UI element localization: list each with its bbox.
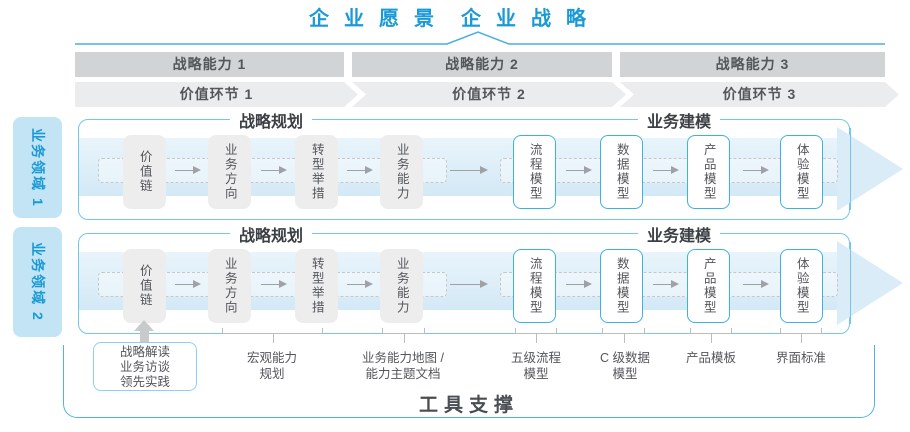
node-transformation-initiatives: 转型举措 [295,135,338,209]
tool-support-frame [63,345,875,418]
node-value-chain: 价值链 [123,249,166,323]
node-product-model: 产品模型 [687,249,730,323]
business-domain-row-1: 价值链 业务方向 转型举措 业务能力 流程模型 数据模型 产品模型 体验模型 战… [78,108,903,220]
source-line: 战略解读 [119,345,170,359]
flow-arrow-icon [743,165,769,174]
annotation-product-template: 产品模板 [685,351,737,365]
flow-arrowhead-icon [837,127,903,211]
row-border-segment [849,128,851,210]
annotation-capability-map: 业务能力地图 / 能力主题文档 [362,351,444,381]
capability-segment-1: 战略能力 1 [75,52,344,77]
flow-arrow-icon [653,279,679,288]
flow-arrow-icon [175,279,201,288]
bracket [780,328,822,343]
bracket [515,328,557,343]
flow-arrow-icon [347,165,373,174]
domain-label-1-text: 业务领域 1 [29,127,46,208]
value-segment-2: 价值环节 2 [352,82,626,107]
flow-arrow-icon [450,279,488,288]
flow-arrow-icon [261,279,287,288]
up-arrow-shaft [140,331,149,342]
node-business-direction: 业务方向 [208,135,251,209]
node-experience-model: 体验模型 [780,135,823,209]
flow-arrow-icon [261,165,287,174]
node-transformation-initiatives: 转型举措 [295,249,338,323]
capability-segment-2: 战略能力 2 [352,52,612,77]
bracket [222,328,323,343]
strategy-title: 企业战略 [461,8,601,30]
bracket [602,328,645,343]
business-domain-row-2: 价值链 业务方向 转型举措 业务能力 流程模型 数据模型 产品模型 体验模型 战… [78,222,903,334]
value-segment-1: 价值环节 1 [75,82,358,107]
node-data-model: 数据模型 [600,135,643,209]
up-arrow-icon [134,320,154,331]
flow-arrow-icon [175,165,201,174]
flow-arrow-icon [450,165,488,174]
node-experience-model: 体验模型 [780,249,823,323]
annotation-process-model: 五级流程 模型 [510,351,562,381]
node-process-model: 流程模型 [513,135,556,209]
annotation-macro-capability: 宏观能力 规划 [246,351,298,381]
tool-support-label: 工具支撑 [418,395,520,416]
page-title: 企业愿景企业战略 [0,2,910,31]
node-process-model: 流程模型 [513,249,556,323]
section-title-planning: 战略规划 [229,222,313,246]
node-value-chain: 价值链 [123,135,166,209]
domain-label-2: 业务领域 2 [13,227,62,337]
node-business-direction: 业务方向 [208,249,251,323]
source-inputs-box: 战略解读 业务访谈 领先实践 [93,342,197,391]
bracket [690,328,732,343]
source-line: 领先实践 [119,375,170,389]
flow-arrow-icon [743,279,769,288]
section-title-planning: 战略规划 [229,108,313,132]
node-data-model: 数据模型 [600,249,643,323]
flow-arrow-icon [653,165,679,174]
flow-arrow-icon [566,279,592,288]
section-title-modeling: 业务建模 [637,222,721,246]
node-business-capability: 业务能力 [380,249,423,323]
annotation-data-model: C 级数据 模型 [599,351,651,381]
flow-arrowhead-icon [837,241,903,325]
domain-label-1: 业务领域 1 [13,117,62,218]
value-segment-3: 价值环节 3 [620,82,899,107]
bracket [382,328,425,343]
source-line: 业务访谈 [119,360,170,374]
vision-pointer-line [75,31,885,45]
node-business-capability: 业务能力 [380,135,423,209]
section-title-modeling: 业务建模 [637,108,721,132]
flow-arrow-icon [347,279,373,288]
vision-title: 企业愿景 [309,8,449,30]
domain-label-2-text: 业务领域 2 [29,242,46,322]
node-product-model: 产品模型 [687,135,730,209]
annotation-ui-standard: 界面标准 [775,351,827,365]
capability-segment-3: 战略能力 3 [620,52,885,77]
row-border-segment [849,242,851,324]
flow-arrow-icon [566,165,592,174]
